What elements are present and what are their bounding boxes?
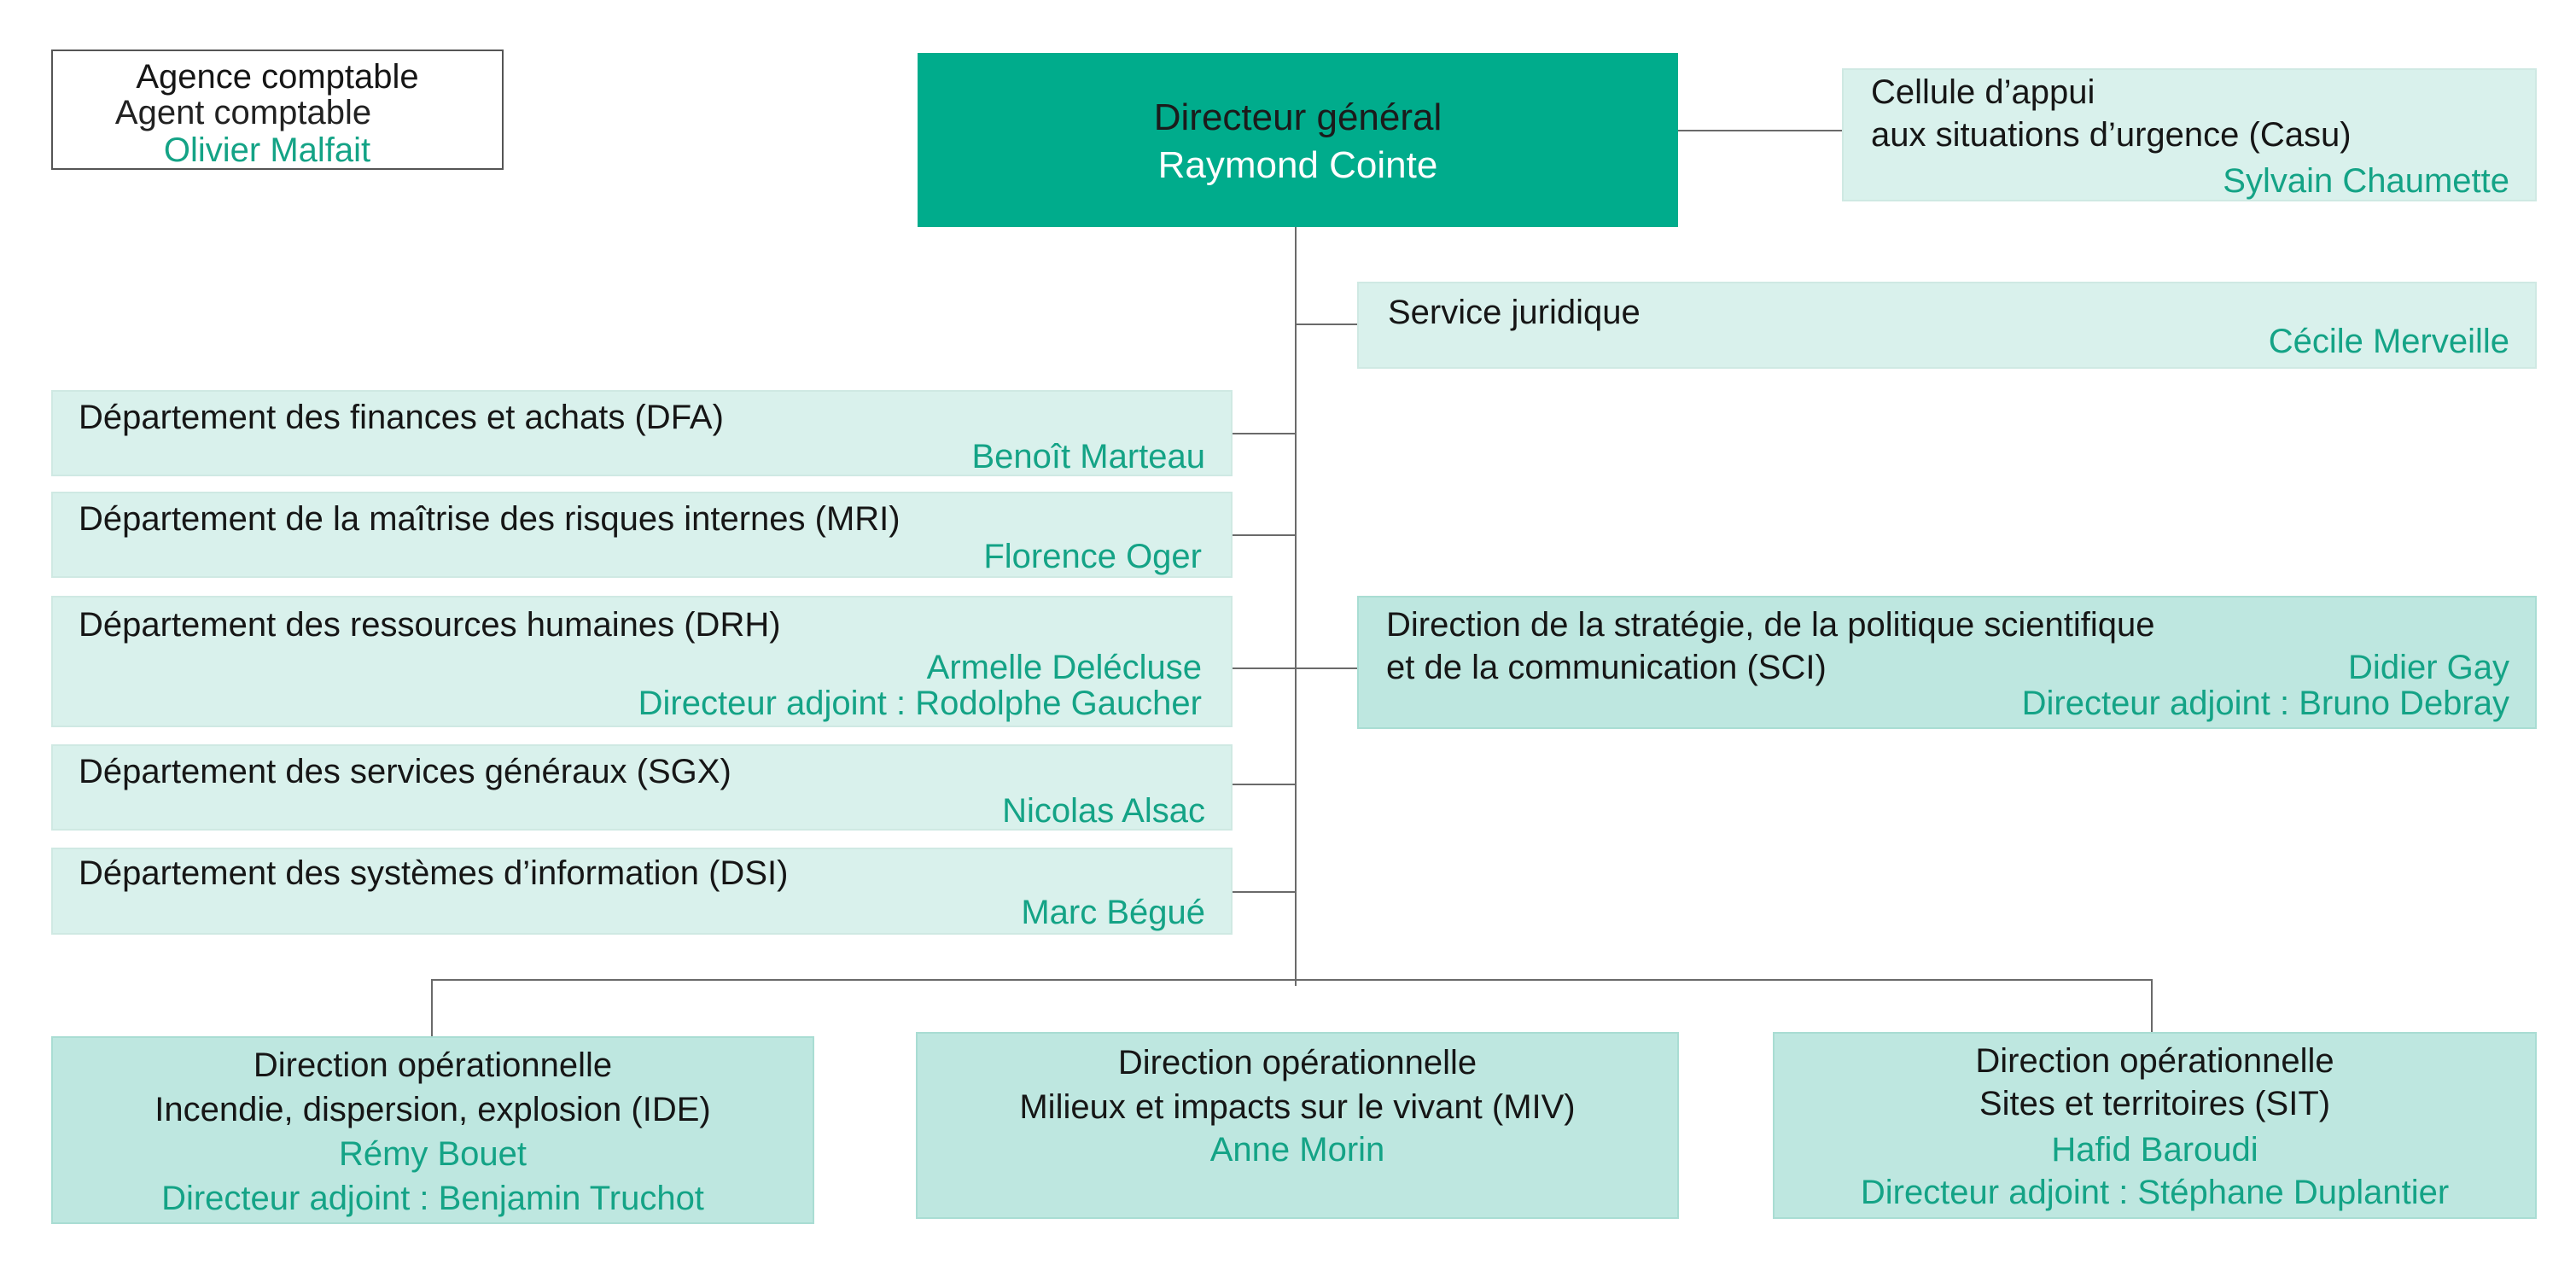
casu-head-name: Sylvain Chaumette	[2223, 162, 2509, 200]
dsi-title: Département des systèmes d’information (…	[79, 854, 789, 892]
ide-deputy: Directeur adjoint : Benjamin Truchot	[161, 1180, 704, 1217]
ide-title-line2: Incendie, dispersion, explosion (IDE)	[154, 1091, 711, 1128]
directeur-general-title: Directeur général	[1153, 96, 1442, 138]
sci-title-line1: Direction de la stratégie, de la politiq…	[1386, 606, 2155, 644]
sci-deputy: Directeur adjoint : Bruno Debray	[2021, 685, 2509, 722]
juridique-connector	[1296, 324, 1357, 325]
service-juridique-box: Service juridique Cécile Merveille	[1357, 282, 2537, 369]
ide-connector	[431, 979, 433, 1036]
casu-title-line2: aux situations d’urgence (Casu)	[1871, 116, 2352, 154]
service-juridique-head: Cécile Merveille	[2268, 323, 2509, 360]
mri-head: Florence Oger	[983, 538, 1202, 575]
agent-comptable-role: Agent comptable	[114, 94, 372, 131]
mri-connector	[1233, 534, 1296, 536]
directeur-general-box: Directeur général Raymond Cointe	[918, 53, 1678, 227]
operational-horizontal-connector	[432, 979, 2153, 981]
main-vertical-connector	[1295, 226, 1297, 986]
miv-head: Anne Morin	[1209, 1131, 1385, 1169]
mri-title: Département de la maîtrise des risques i…	[79, 500, 900, 538]
ide-head: Rémy Bouet	[338, 1135, 527, 1173]
dfa-title: Département des finances et achats (DFA)	[79, 399, 724, 436]
sci-box: Direction de la stratégie, de la politiq…	[1357, 596, 2537, 729]
agent-comptable-name: Olivier Malfait	[163, 131, 371, 169]
casu-box: Cellule d’appui aux situations d’urgence…	[1842, 68, 2537, 201]
dsi-connector	[1233, 891, 1296, 893]
drh-box: Département des ressources humaines (DRH…	[51, 596, 1233, 727]
sit-connector	[2151, 979, 2153, 1032]
casu-connector	[1678, 130, 1842, 131]
dfa-box: Département des finances et achats (DFA)…	[51, 390, 1233, 476]
agence-comptable-box: Agence comptable Agent comptable Olivier…	[51, 50, 504, 170]
miv-box: Direction opérationnelle Milieux et impa…	[916, 1032, 1679, 1219]
sgx-connector	[1233, 784, 1296, 785]
sit-deputy: Directeur adjoint : Stéphane Duplantier	[1860, 1174, 2450, 1211]
sgx-box: Département des services généraux (SGX) …	[51, 744, 1233, 831]
sci-title-line2: et de la communication (SCI)	[1386, 649, 1827, 686]
ide-title-line1: Direction opérationnelle	[253, 1046, 613, 1084]
sgx-title: Département des services généraux (SGX)	[79, 753, 731, 790]
sit-title-line2: Sites et territoires (SIT)	[1979, 1085, 2331, 1122]
dsi-box: Département des systèmes d’information (…	[51, 848, 1233, 935]
dsi-head: Marc Bégué	[1021, 894, 1205, 931]
dfa-connector	[1233, 433, 1296, 434]
drh-head: Armelle Delécluse	[926, 649, 1202, 686]
miv-title-line1: Direction opérationnelle	[1117, 1044, 1477, 1081]
sci-head: Didier Gay	[2348, 649, 2509, 686]
drh-deputy: Directeur adjoint : Rodolphe Gaucher	[638, 685, 1202, 722]
dfa-head: Benoît Marteau	[971, 438, 1206, 475]
service-juridique-title: Service juridique	[1388, 294, 1641, 331]
casu-title-line1: Cellule d’appui	[1871, 73, 2095, 111]
sit-head: Hafid Baroudi	[2051, 1131, 2258, 1169]
sgx-head: Nicolas Alsac	[1002, 792, 1205, 830]
mri-box: Département de la maîtrise des risques i…	[51, 492, 1233, 578]
agence-comptable-title: Agence comptable	[136, 58, 419, 96]
drh-sci-connector	[1233, 667, 1357, 669]
directeur-general-name: Raymond Cointe	[1157, 144, 1438, 186]
sit-title-line1: Direction opérationnelle	[1975, 1042, 2334, 1080]
sit-box: Direction opérationnelle Sites et territ…	[1773, 1032, 2537, 1219]
ide-box: Direction opérationnelle Incendie, dispe…	[51, 1036, 814, 1224]
miv-title-line2: Milieux et impacts sur le vivant (MIV)	[1019, 1088, 1576, 1126]
drh-title: Département des ressources humaines (DRH…	[79, 606, 781, 644]
